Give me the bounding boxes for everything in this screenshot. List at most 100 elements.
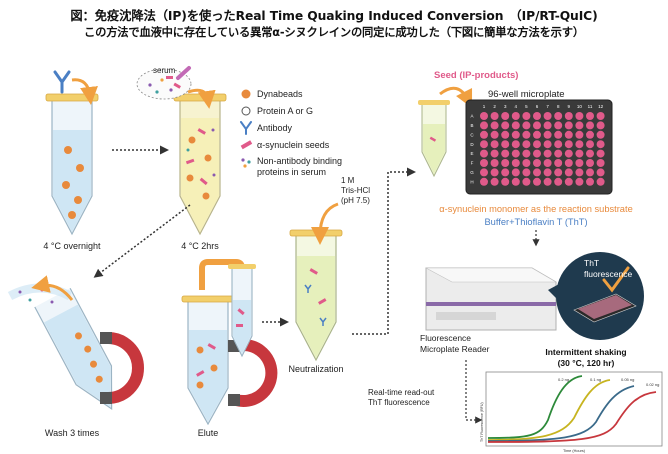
plate-well	[490, 112, 499, 120]
tris-line-1: 1 M	[341, 176, 355, 185]
plate-row-label: G	[470, 170, 474, 175]
step-label-wash: Wash 3 times	[45, 428, 100, 438]
plate-well	[522, 130, 531, 139]
plate-well	[480, 177, 488, 186]
step-label-overnight: 4 °C overnight	[43, 241, 101, 251]
plate-well	[533, 149, 541, 158]
plate-well	[575, 112, 584, 120]
plate-well	[511, 121, 520, 130]
plate-well	[543, 159, 552, 167]
graph-label-0.02: 0.02 ng	[646, 382, 659, 387]
plate-well	[511, 168, 520, 177]
plate-well	[511, 149, 520, 158]
plate-well	[480, 130, 488, 139]
readout-label-1: Real-time read-out	[368, 388, 435, 397]
plate-well	[596, 121, 605, 130]
plate-well	[522, 149, 531, 158]
plate-well	[554, 121, 563, 130]
graph-label-0.1: 0.1 ng	[590, 377, 601, 382]
plate-well	[480, 168, 488, 177]
plate-well	[564, 130, 573, 139]
plate-well	[501, 121, 510, 130]
plate-well	[522, 121, 531, 130]
plate-well	[586, 130, 594, 139]
plate-well	[480, 112, 488, 120]
plate-well	[533, 159, 541, 167]
plate-well	[575, 140, 584, 149]
antibody-icon	[53, 70, 71, 94]
plate-well	[554, 130, 563, 139]
plate-well	[501, 159, 510, 167]
plate-well	[511, 112, 520, 120]
figure-title-line1: 図：免疫沈降法（IP)を使ったReal Time Quaking Induced…	[70, 9, 598, 23]
substrate-label: α-synuclein monomer as the reaction subs…	[439, 204, 632, 214]
tht-inset-label-1: ThT	[584, 258, 599, 268]
plate-well	[533, 140, 541, 149]
plate-well	[575, 159, 584, 167]
plate-well	[490, 140, 499, 149]
protein-cluster-icon	[241, 158, 251, 168]
dynabead-icon	[241, 89, 251, 99]
plate-well	[490, 121, 499, 130]
plate-well	[586, 168, 594, 177]
fluorescence-reader	[425, 267, 558, 331]
protein-icon	[241, 106, 251, 116]
plate-well	[543, 168, 552, 177]
legend-protein: Protein A or G	[257, 106, 313, 116]
plate-well	[596, 168, 605, 177]
graph-x-label: Time (Hours)	[563, 449, 586, 453]
plate-well	[490, 159, 499, 167]
plate-row-label: H	[470, 179, 473, 184]
shaking-label-1: Intermittent shaking	[545, 347, 626, 357]
plate-well	[490, 168, 499, 177]
plate-well	[522, 112, 531, 120]
plate-well	[522, 159, 531, 167]
serum-label: serum	[153, 66, 176, 75]
plate-row-label: D	[470, 142, 474, 147]
plate-well	[586, 177, 594, 186]
plate-well	[564, 121, 573, 130]
plate-well	[586, 140, 594, 149]
shaking-inset	[548, 252, 644, 340]
magnet-icon	[100, 332, 144, 404]
plate-column-label: 9	[568, 104, 571, 109]
plate-well	[511, 159, 520, 167]
shaking-label-2: (30 °C, 120 hr)	[558, 358, 615, 368]
plate-well	[554, 177, 563, 186]
plate-well	[596, 140, 605, 149]
plate-well	[564, 159, 573, 167]
plate-well	[596, 159, 605, 167]
plate-column-label: 10	[577, 104, 583, 109]
reader-label-1: Fluorescence	[420, 333, 471, 343]
plate-well	[596, 112, 605, 120]
plate-row-label: C	[470, 132, 474, 137]
plate-column-label: 1	[483, 104, 486, 109]
plate-column-label: 12	[598, 104, 604, 109]
plate-well	[554, 140, 563, 149]
plate-well	[511, 140, 520, 149]
plate-well	[543, 140, 552, 149]
plate-well	[586, 121, 594, 130]
step-label-neutralization: Neutralization	[288, 364, 343, 374]
plate-well	[586, 112, 594, 120]
plate-well	[575, 177, 584, 186]
tube-2hrs	[173, 93, 227, 236]
plate-well	[522, 168, 531, 177]
plate-well	[564, 168, 573, 177]
magnet-icon	[228, 339, 278, 407]
step-label-2hrs: 4 °C 2hrs	[181, 241, 219, 251]
legend-nonbind-1: Non-antibody binding	[257, 156, 342, 166]
buffer-label: Buffer+Thioflavin T (ThT)	[484, 217, 587, 227]
plate-well	[480, 159, 488, 167]
plate-column-label: 8	[557, 104, 560, 109]
plate-well	[543, 112, 552, 120]
tht-curve-graph: ThT Fluorescence (RFU) Time (Hours) 0.2 …	[480, 371, 663, 453]
legend-dynabeads: Dynabeads	[257, 89, 303, 99]
plate-well	[575, 168, 584, 177]
plate-well	[586, 149, 594, 158]
legend-antibody: Antibody	[257, 123, 293, 133]
seed-icon	[240, 140, 253, 150]
